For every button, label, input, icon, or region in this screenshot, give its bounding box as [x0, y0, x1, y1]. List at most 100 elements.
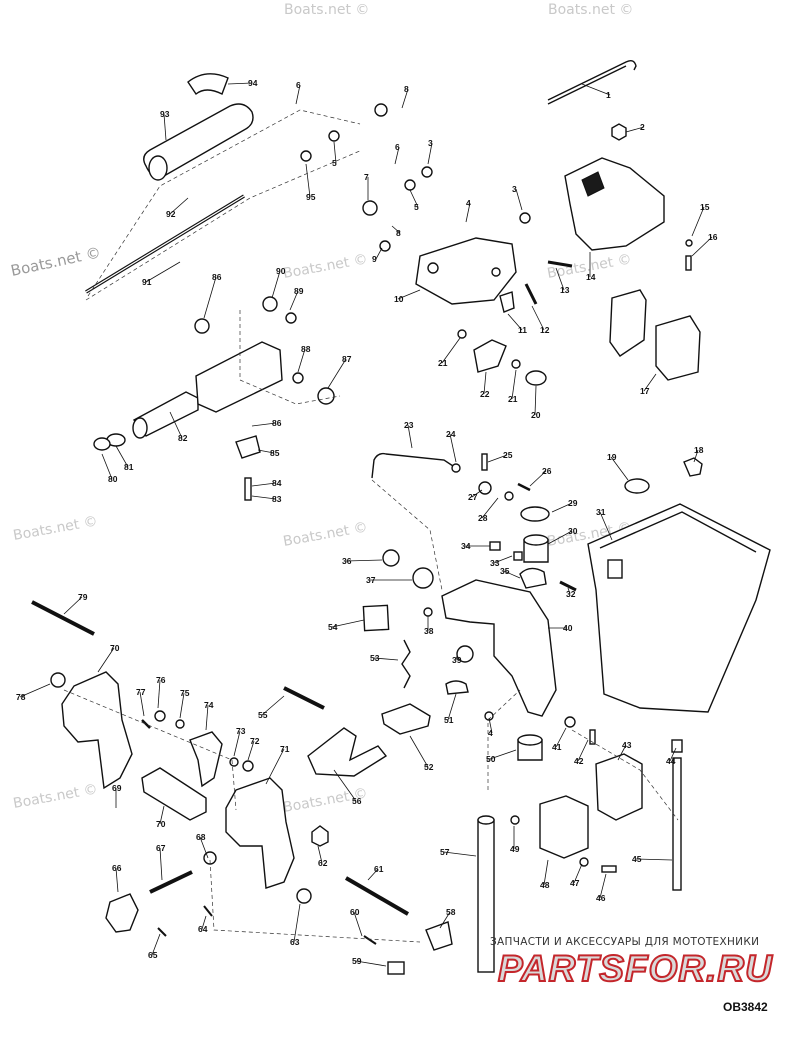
callout-leader [599, 511, 613, 541]
callout-leader [63, 596, 83, 615]
part-54-pad [362, 604, 390, 632]
callout-leader [427, 142, 433, 165]
part-65-pin [157, 927, 167, 937]
part-24-nut [451, 463, 461, 473]
callout-label: 43 [622, 740, 632, 750]
part-10-hole [491, 267, 501, 277]
watermark: Boats.net © [284, 2, 369, 18]
callout-leader [19, 683, 51, 698]
callout-label: 83 [272, 494, 282, 504]
callout-leader [115, 867, 119, 893]
callout-label: 63 [290, 937, 300, 947]
callout-leader [293, 903, 301, 943]
callout-leader [547, 530, 573, 545]
part-70-clamp-bracket-right [225, 777, 295, 889]
callout-label: 57 [440, 847, 450, 857]
callout-label: 46 [596, 893, 606, 903]
callout-label: 51 [444, 715, 454, 725]
callout-label: 50 [486, 754, 496, 764]
callout-leader [625, 126, 645, 133]
callout-label: 79 [78, 592, 88, 602]
callout-leader [610, 456, 629, 481]
part-70-clamp-bracket-left [61, 671, 133, 790]
part-5-washer [328, 130, 340, 142]
callout-leader [355, 960, 387, 967]
part-38-clip [423, 607, 433, 617]
part-59-block [387, 961, 405, 975]
callout-label: 4 [488, 728, 493, 738]
callout-leader [373, 657, 399, 661]
callout-label: 32 [566, 589, 576, 599]
part-29-seal [520, 506, 550, 522]
callout-label: 12 [540, 325, 550, 335]
part-17-pad-a [609, 289, 647, 357]
part-42-screw [589, 729, 596, 745]
callout-leader [265, 748, 285, 785]
callout-label: 86 [212, 272, 222, 282]
assembly-line [63, 689, 237, 811]
callout-label: 23 [404, 420, 414, 430]
part-31-boss [607, 559, 623, 579]
callout-leader [534, 385, 537, 416]
callout-label: 95 [306, 192, 316, 202]
callout-label: 81 [124, 462, 134, 472]
part-46-screw [601, 865, 617, 873]
callout-leader [159, 805, 165, 825]
callout-leader [233, 730, 241, 757]
part-14-detail [581, 171, 605, 197]
part-69-handle [141, 767, 207, 821]
part-57-tube [477, 819, 495, 973]
part-55-rod [283, 686, 325, 710]
callout-leader [635, 858, 673, 861]
callout-label: 77 [136, 687, 146, 697]
callout-leader [203, 276, 217, 319]
callout-label: 30 [568, 526, 578, 536]
part-73-lever [189, 731, 223, 788]
part-66-clip [105, 893, 139, 933]
callout-label: 24 [446, 429, 456, 439]
part-34-block [489, 541, 501, 551]
callout-label: 5 [414, 202, 419, 212]
callout-label: 71 [280, 744, 290, 754]
callout-leader [617, 744, 627, 761]
callout-leader [577, 739, 589, 762]
callout-leader [455, 655, 458, 661]
part-52-bracket [381, 703, 431, 735]
callout-label: 40 [563, 623, 573, 633]
callout-leader [261, 695, 285, 716]
callout-label: 65 [148, 950, 158, 960]
callout-leader [471, 489, 483, 498]
callout-leader [331, 619, 365, 628]
part-20-ring [525, 370, 547, 386]
callout-label: 90 [276, 266, 286, 276]
callout-label: 5 [332, 158, 337, 168]
callout-label: 58 [446, 907, 456, 917]
part-76-pin [141, 719, 151, 729]
callout-label: 74 [204, 700, 214, 710]
part-47-washer [579, 857, 589, 867]
part-40-swivel [441, 579, 557, 717]
callout-label: 27 [468, 492, 478, 502]
callout-label: 59 [352, 956, 362, 966]
part-19-seal [624, 478, 650, 494]
callout-label: 18 [694, 445, 704, 455]
callout-label: 21 [508, 394, 518, 404]
callout-leader [515, 188, 523, 211]
callout-leader [493, 555, 513, 564]
part-36-washer [382, 549, 400, 567]
drawing-code: OB3842 [723, 1000, 768, 1014]
part-1-tube [547, 59, 637, 101]
part-5-washer [404, 179, 416, 191]
callout-leader [101, 453, 113, 480]
watermark: Boats.net © [9, 243, 102, 280]
callout-label: 48 [540, 880, 550, 890]
part-62-nut [311, 825, 329, 847]
part-16-screw [685, 255, 692, 271]
callout-label: 25 [503, 450, 513, 460]
part-13-pin [547, 260, 573, 268]
callout-leader [333, 769, 357, 802]
part-78-bolt [31, 600, 95, 636]
callout-label: 7 [364, 172, 369, 182]
part-31-housing-rim [599, 511, 757, 553]
watermark: Boats.net © [282, 251, 369, 282]
